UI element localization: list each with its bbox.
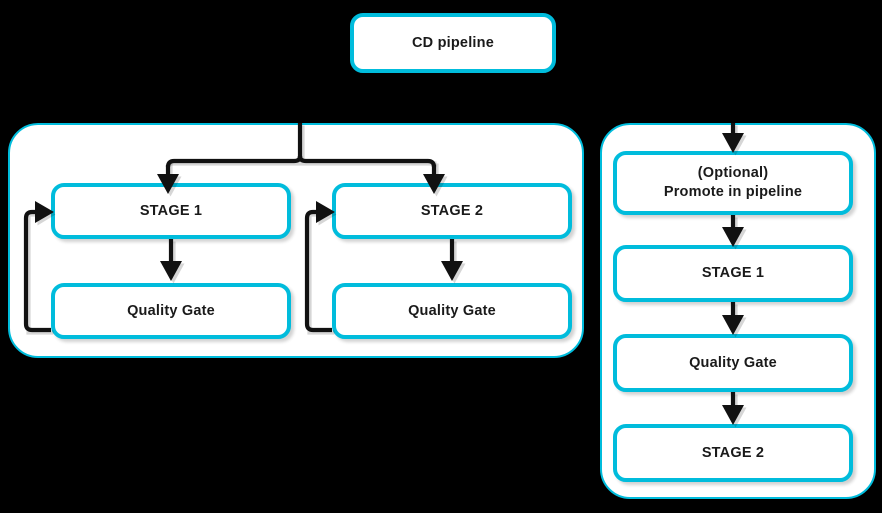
right-stage-1-box[interactable]: STAGE 1 [613,245,853,302]
right-stage-1-label: STAGE 1 [701,265,765,282]
left-branch-1-quality-gate-label: Quality Gate [127,302,215,319]
right-promote-in-pipeline-label: (Optional) Promote in pipeline [663,165,803,200]
left-branch-2-quality-gate-label: Quality Gate [408,302,496,319]
left-branch-2-stage-box[interactable]: STAGE 2 [332,183,572,239]
right-quality-gate-box[interactable]: Quality Gate [613,334,853,392]
right-promote-in-pipeline-box[interactable]: (Optional) Promote in pipeline [613,151,853,215]
left-branch-1-stage-box[interactable]: STAGE 1 [51,183,291,239]
left-branch-1-quality-gate-box[interactable]: Quality Gate [51,283,291,339]
right-stage-2-box[interactable]: STAGE 2 [613,424,853,482]
left-branch-2-quality-gate-box[interactable]: Quality Gate [332,283,572,339]
right-stage-2-label: STAGE 2 [701,444,765,461]
right-quality-gate-label: Quality Gate [689,354,777,371]
cd-pipeline-label: CD pipeline [412,34,494,51]
left-branch-1-stage-label: STAGE 1 [139,202,203,219]
cd-pipeline-box[interactable]: CD pipeline [350,13,556,73]
left-branch-2-stage-label: STAGE 2 [420,202,484,219]
